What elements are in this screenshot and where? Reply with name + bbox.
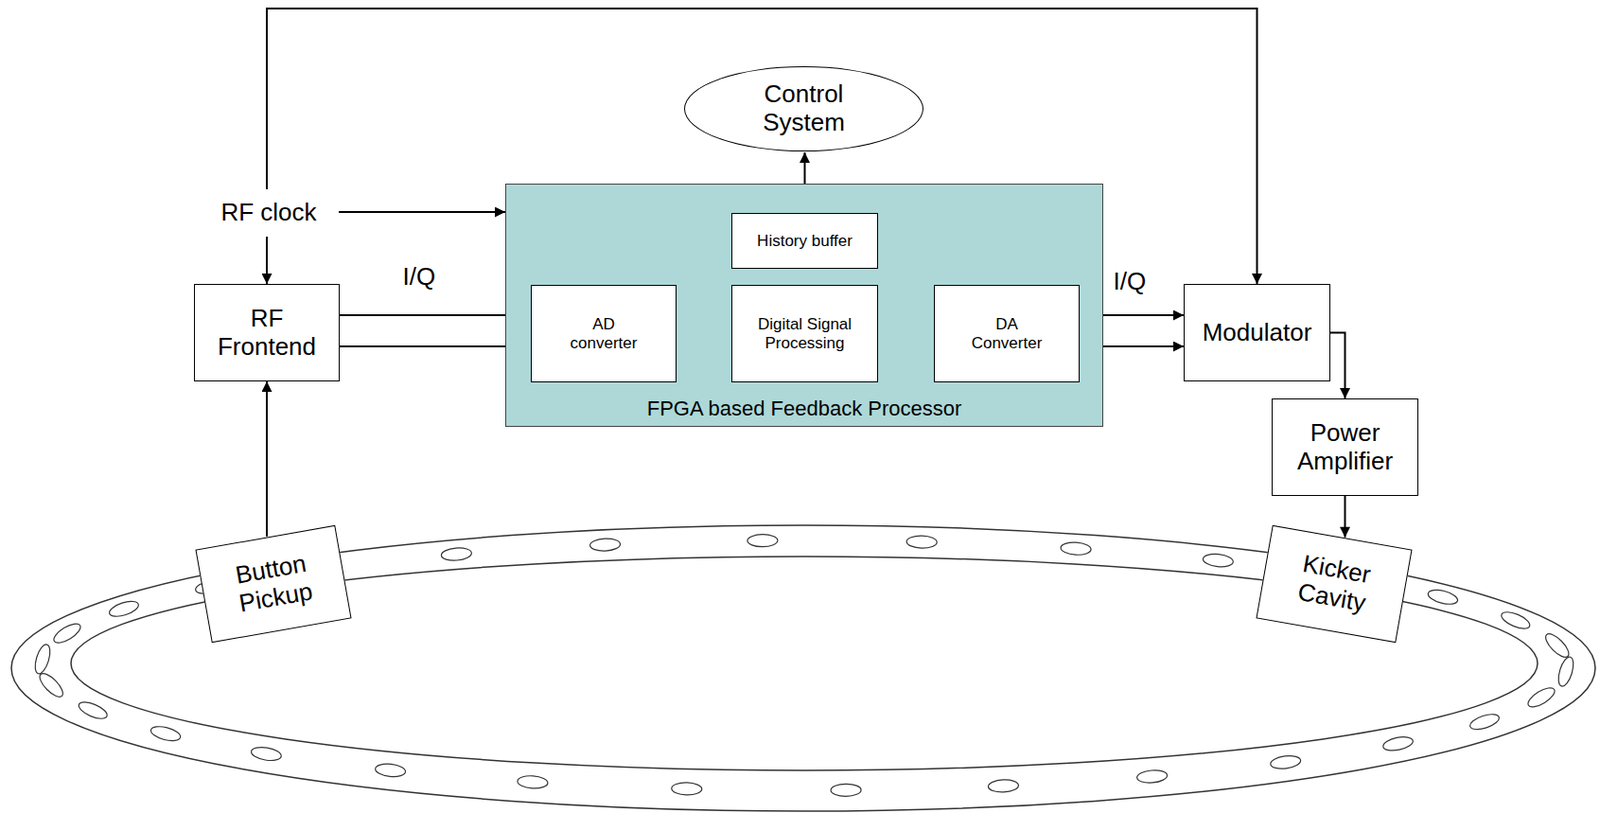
ring-hole [1542, 630, 1573, 661]
ring-hole [987, 778, 1020, 792]
buffer-box: History buffer [731, 212, 879, 269]
signal-arrow [339, 345, 531, 348]
signal-arrow [266, 8, 1258, 284]
node-label: FPGA based Feedback Processor [647, 396, 963, 421]
node-label: RF clock [220, 198, 317, 228]
processor-band: FPGA based Feedback Processor History buf… [505, 183, 1104, 427]
node-label: Control System [728, 80, 880, 138]
signal-arrow [265, 381, 268, 537]
ring-hole [1555, 654, 1577, 687]
control-ellipse: Control System [684, 66, 924, 152]
signal-arrow [1344, 495, 1347, 538]
signal-label: I/Q [1113, 268, 1147, 294]
ring-hole [589, 537, 621, 551]
signal-arrow [265, 236, 268, 284]
ring-hole [671, 782, 703, 796]
pickup-box: Button Pickup [194, 525, 352, 644]
node-label: Kicker Cavity [1273, 545, 1396, 622]
process-box: RF Frontend [193, 283, 340, 382]
ring-hole [747, 534, 778, 547]
ring-hole [830, 783, 862, 796]
node-label: RF Frontend [205, 304, 329, 362]
ring-hole [1136, 769, 1168, 785]
node-label: AD converter [561, 315, 647, 352]
ring-hole [35, 669, 67, 701]
modulator-box: Modulator [1183, 283, 1331, 382]
ring-hole [32, 642, 53, 675]
node-label: Digital Signal Processing [743, 315, 867, 352]
signal-arrow [338, 210, 506, 213]
ring-hole [1382, 734, 1415, 753]
ring-hole [1525, 684, 1558, 711]
ring-hole [906, 535, 937, 549]
ring-hole [517, 774, 549, 790]
converter-box: DA Converter [933, 284, 1080, 383]
node-label: DA Converter [964, 315, 1050, 352]
ring-hole [1426, 587, 1460, 607]
amplifier-box: Power Amplifier [1271, 398, 1419, 496]
ring-hole [1060, 541, 1092, 556]
dsp-box: Digital Signal Processing [731, 284, 879, 383]
ring-hole [1468, 711, 1501, 733]
ring-hole [1202, 552, 1234, 568]
signal-arrow [339, 314, 531, 317]
ring-hole [1499, 608, 1533, 632]
ring-hole [250, 745, 283, 763]
clock-source: RF clock [213, 193, 324, 233]
ring-hole [76, 698, 110, 721]
ring-hole [51, 619, 84, 647]
ring-hole [149, 723, 182, 743]
ring-outer-wall [11, 525, 1596, 811]
ring-hole [374, 762, 406, 778]
node-label: Modulator [1202, 318, 1313, 348]
node-label: Button Pickup [212, 545, 335, 622]
node-label: Power Amplifier [1279, 419, 1412, 476]
ring-hole [107, 597, 141, 619]
converter-box: AD converter [530, 284, 677, 383]
kicker-box: Kicker Cavity [1255, 525, 1412, 644]
signal-label: I/Q [403, 263, 437, 289]
signal-arrow [1330, 333, 1346, 400]
ring-holes [32, 534, 1577, 797]
node-label: History buffer [756, 231, 853, 251]
ring-hole [1269, 754, 1302, 771]
ring-hole [440, 546, 473, 563]
